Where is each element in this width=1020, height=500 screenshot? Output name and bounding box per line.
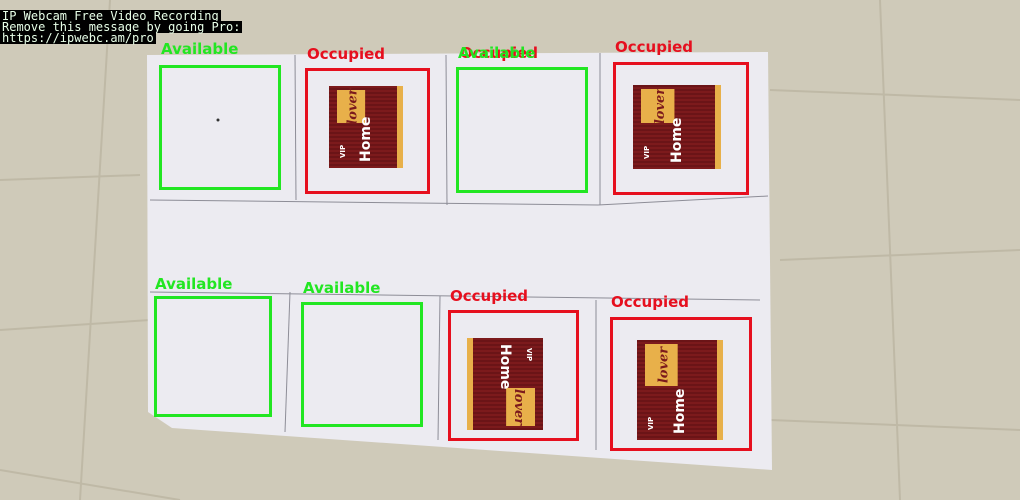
watermark-line-2: Remove this message by going Pro: xyxy=(0,20,243,34)
svg-text:lover: lover xyxy=(511,389,526,426)
slot-1-status-label: Available xyxy=(161,40,239,58)
slot-6-available-box xyxy=(301,302,423,427)
svg-text:VIP: VIP xyxy=(647,417,655,430)
slot-3-available-box xyxy=(456,67,588,193)
slot-4-status-label: Occupied xyxy=(615,38,694,56)
slot-1-available-box xyxy=(159,65,281,190)
watermark-line-3: https://ipwebc.am/pro xyxy=(0,31,156,45)
slot-5-status-label: Available xyxy=(155,275,233,293)
svg-text:Home: Home xyxy=(669,118,685,163)
slot-5-available-box xyxy=(154,296,272,417)
svg-text:Home: Home xyxy=(358,117,374,162)
slot-3-overlap-label: Occupied xyxy=(460,44,539,62)
svg-text:VIP: VIP xyxy=(643,146,651,159)
slot-3-status-label: Available xyxy=(458,44,536,62)
svg-text:VIP: VIP xyxy=(339,145,347,158)
svg-text:lover: lover xyxy=(345,87,360,124)
slot-7-status-label: Occupied xyxy=(450,287,529,305)
slot-6-status-label: Available xyxy=(303,279,381,297)
slot-4-occupied-box xyxy=(613,62,749,195)
svg-text:VIP: VIP xyxy=(525,348,533,361)
svg-text:lover: lover xyxy=(653,87,668,124)
slot-2-status-label: Occupied xyxy=(307,45,386,63)
slot-7-occupied-box xyxy=(448,310,579,441)
watermark-line-1: IP Webcam Free Video Recording xyxy=(0,9,221,23)
svg-text:Home: Home xyxy=(497,344,513,389)
slot-8-occupied-box xyxy=(610,317,752,451)
slot-2-occupied-box xyxy=(305,68,430,194)
slot-8-status-label: Occupied xyxy=(611,293,690,311)
svg-text:lover: lover xyxy=(656,346,671,383)
svg-text:Home: Home xyxy=(672,389,688,434)
